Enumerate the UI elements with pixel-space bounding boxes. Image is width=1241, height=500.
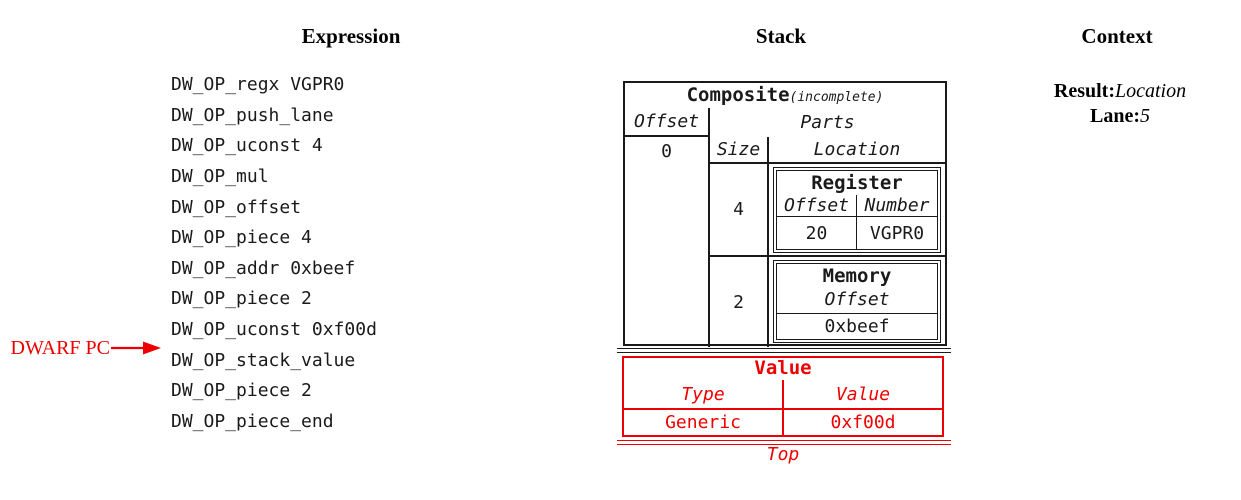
memory-offset-value: 0xbeef	[824, 316, 890, 337]
value-value-value: 0xf00d	[830, 412, 896, 433]
result-value: Location	[1114, 80, 1187, 102]
value-type-value: Generic	[624, 410, 784, 435]
result-label: Result:	[1053, 80, 1115, 102]
memory-offset-header: Offset	[777, 287, 937, 314]
expression-op: DW_OP_offset	[171, 196, 302, 218]
stack-entry-value: Value Type Value Generic 0xf00d	[622, 356, 944, 437]
register-offset-value: 20	[777, 217, 857, 249]
memory-title: Memory	[822, 265, 892, 287]
context-result-line: Result:Location	[1010, 79, 1230, 104]
value-value-header: Value	[835, 383, 891, 405]
stack-top-label: Top	[766, 444, 800, 465]
register-offset-header: Offset	[777, 195, 857, 216]
expression-op: DW_OP_piece 2	[171, 380, 312, 402]
expression-column-title: Expression	[301, 24, 401, 48]
part-size-value: 2	[710, 257, 769, 347]
composite-parts-header: Parts	[800, 112, 855, 133]
composite-part-row: 2 Memory Offset 0xbeef	[710, 257, 945, 347]
expression-op: DW_OP_push_lane	[171, 104, 334, 126]
composite-offset-value: 0	[661, 141, 672, 162]
context-column-title: Context	[1081, 24, 1153, 48]
composite-parts-column: Parts Size Location 4 Register Offset Nu…	[710, 108, 945, 347]
register-number-value: VGPR0	[869, 222, 925, 244]
part-size-value: 4	[710, 164, 769, 255]
composite-offset-column: Offset 0	[625, 108, 710, 347]
parts-location-header: Location	[813, 139, 901, 160]
register-title: Register	[811, 172, 903, 194]
expression-op: DW_OP_mul	[171, 165, 269, 187]
stack-entry-separator	[617, 348, 951, 353]
composite-part-row: 4 Register Offset Number 20 VGPR0	[710, 164, 945, 257]
register-number-header: Number	[864, 195, 930, 216]
composite-title-row: Composite(incomplete)	[625, 83, 945, 108]
stack-top-separator	[617, 440, 951, 445]
expression-op: DW_OP_uconst 0xf00d	[171, 319, 377, 341]
lane-value: 5	[1140, 105, 1150, 127]
dwarf-pc-label: DWARF PC	[10, 337, 110, 359]
expression-op: DW_OP_uconst 4	[171, 135, 323, 157]
context-lane-line: Lane:5	[1010, 104, 1230, 129]
value-type-header: Type	[624, 380, 784, 408]
value-entry-title: Value	[754, 357, 812, 379]
lane-label: Lane:	[1090, 105, 1140, 127]
stack-column-title: Stack	[755, 24, 807, 48]
context-block: Result:Location Lane:5	[1010, 79, 1230, 129]
register-location-subtable: Register Offset Number 20 VGPR0	[773, 167, 941, 253]
composite-offset-header: Offset	[625, 108, 708, 137]
composite-incomplete-flag: (incomplete)	[789, 90, 884, 105]
expression-op-list: DW_OP_regx VGPR0 DW_OP_push_lane DW_OP_u…	[171, 70, 377, 438]
expression-op: DW_OP_regx VGPR0	[171, 74, 345, 95]
composite-title: Composite	[686, 84, 790, 106]
dwarf-pc-arrow-icon	[111, 341, 161, 355]
expression-op: DW_OP_addr 0xbeef	[171, 257, 356, 279]
parts-size-header: Size	[710, 137, 769, 162]
stack-entry-composite: Composite(incomplete) Offset 0 Parts Siz…	[623, 81, 947, 347]
expression-op: DW_OP_stack_value	[171, 349, 356, 371]
expression-op: DW_OP_piece 4	[171, 227, 312, 249]
memory-location-subtable: Memory Offset 0xbeef	[773, 260, 941, 343]
expression-op: DW_OP_piece 2	[171, 288, 312, 310]
expression-op: DW_OP_piece_end	[171, 411, 334, 433]
